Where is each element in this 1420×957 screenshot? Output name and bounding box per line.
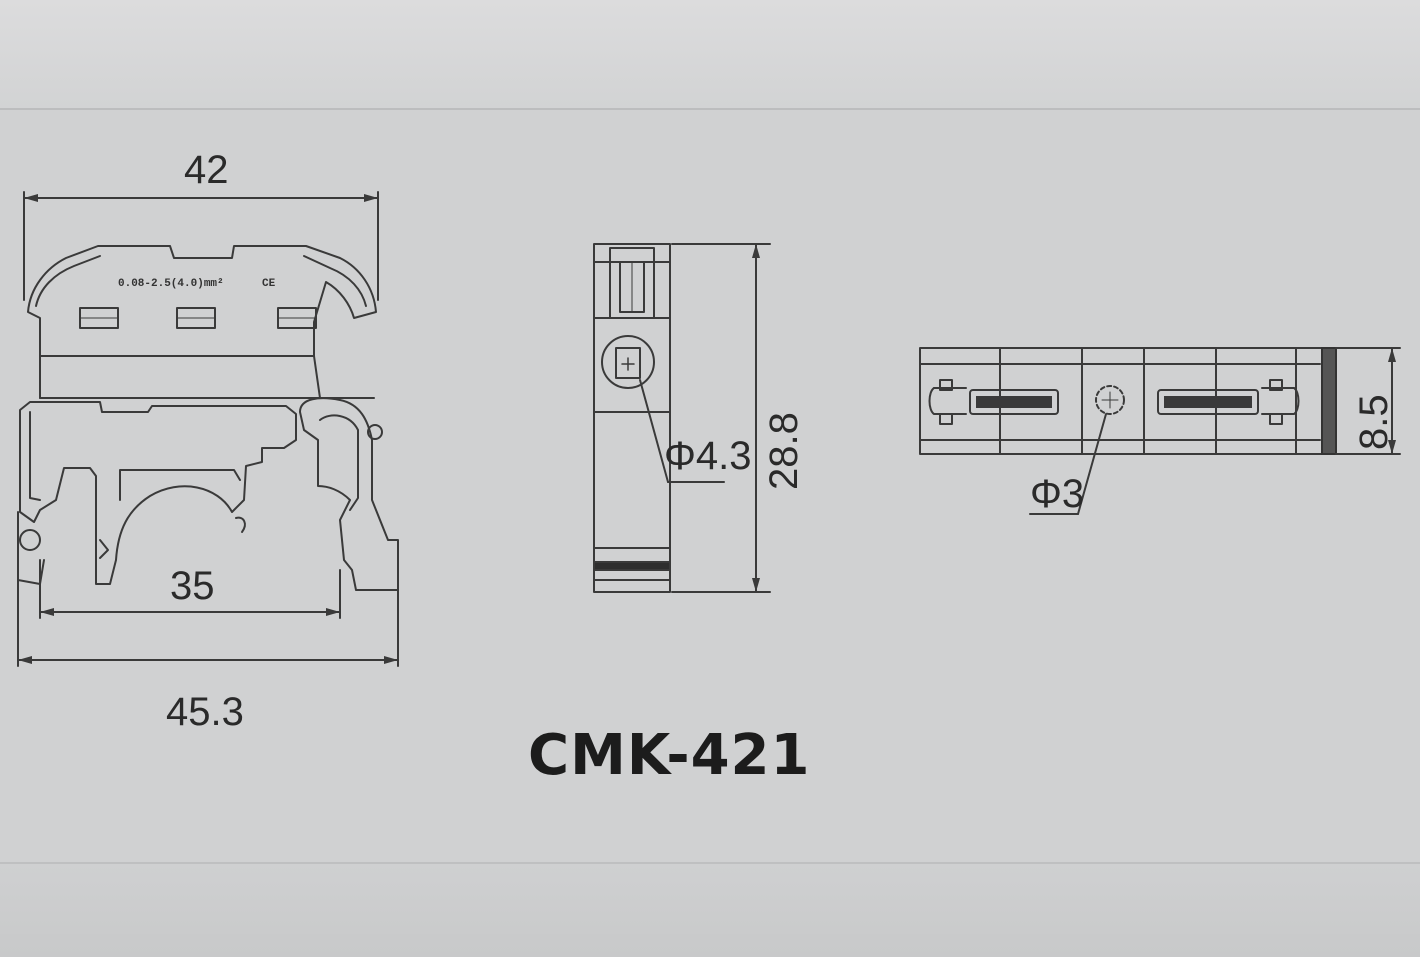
side-view <box>593 243 771 593</box>
top-view <box>919 347 1401 515</box>
housing-top-outline <box>27 245 377 357</box>
center-hole <box>1095 385 1125 415</box>
right-clip-outline <box>299 397 399 591</box>
wire-rating-text: 0.08-2.5(4.0)mm² <box>118 278 224 290</box>
top-background-band <box>0 0 1420 110</box>
bottom-background-band <box>0 862 1420 957</box>
side-body-outline <box>593 243 671 593</box>
ce-mark: CE <box>262 278 276 290</box>
dimension-width-top: 42 <box>184 148 229 192</box>
hole-leader-43 <box>639 379 669 483</box>
dimension-height: 28.8 <box>762 412 806 490</box>
hole-leader-3 <box>1077 413 1107 515</box>
clip-hole <box>367 424 383 440</box>
dimension-hole-diameter-top: Φ3 <box>1030 472 1085 516</box>
top-slot-left <box>969 389 1059 415</box>
dimension-thickness: 8.5 <box>1352 394 1396 450</box>
dimension-hole-diameter-side: Φ4.3 <box>664 434 752 478</box>
front-view <box>17 191 399 667</box>
dimension-rail-width: 35 <box>170 564 215 608</box>
foot-hole <box>19 529 41 551</box>
top-slot-right <box>1157 389 1259 415</box>
model-title: CMK-421 <box>528 723 811 788</box>
dimension-width-bottom: 45.3 <box>166 690 244 734</box>
screw-head <box>601 335 655 389</box>
din-foot-outline <box>19 401 297 585</box>
drawing-panel <box>0 110 1420 862</box>
